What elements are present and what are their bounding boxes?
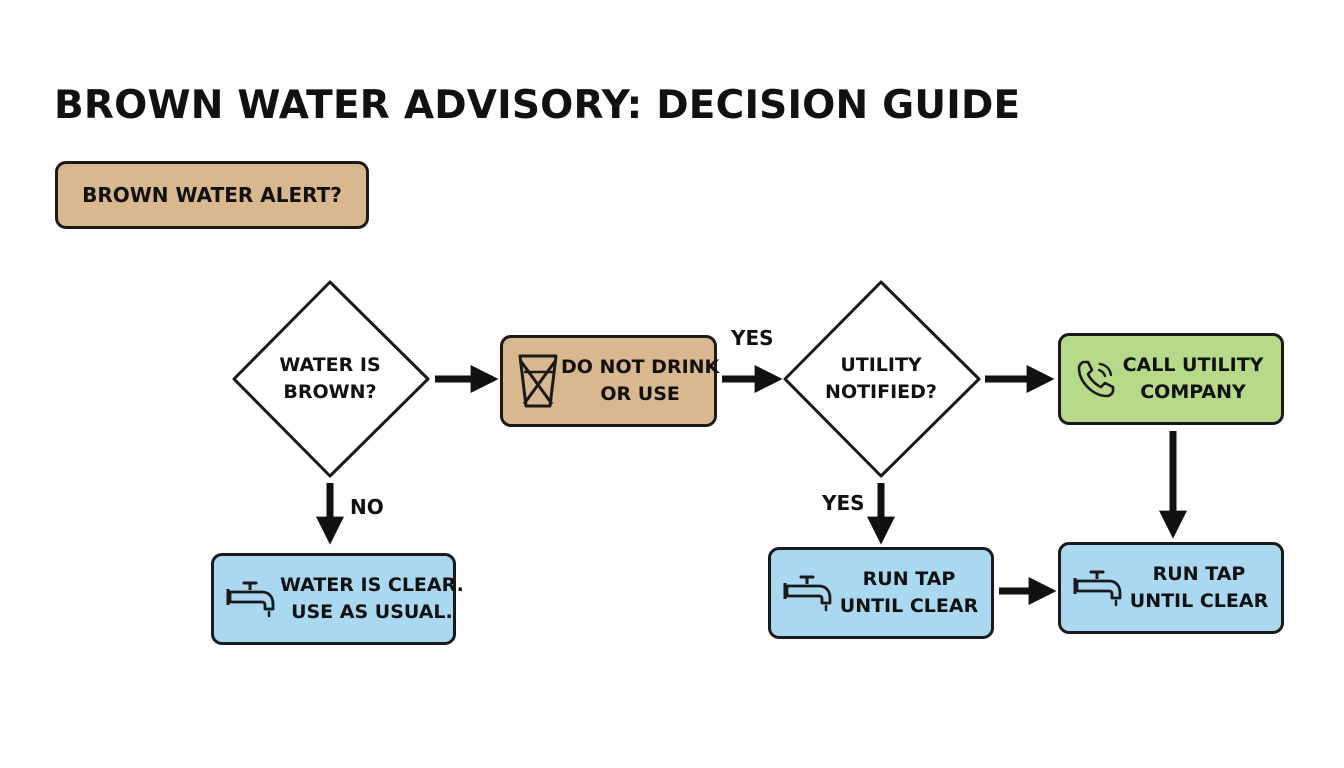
action-water-clear: WATER IS CLEAR. USE AS USUAL. xyxy=(211,553,464,645)
decision-utility-notified-text: UTILITY NOTIFIED? xyxy=(825,354,937,403)
faucet-icon xyxy=(226,579,280,619)
edge-label-yes-down: YES xyxy=(822,491,865,515)
start-box-label: BROWN WATER ALERT? xyxy=(82,182,342,207)
faucet-icon xyxy=(783,573,837,613)
action-do-not-drink: DO NOT DRINK OR USE xyxy=(500,335,719,427)
start-box: BROWN WATER ALERT? xyxy=(55,161,369,229)
page-title: BROWN WATER ADVISORY: DECISION GUIDE xyxy=(54,83,1021,128)
faucet-icon xyxy=(1073,568,1127,608)
decision-diamond-water-brown xyxy=(232,280,430,478)
action-call-utility: CALL UTILITY COMPANY xyxy=(1058,333,1284,425)
action-run-tap-1: RUN TAP UNTIL CLEAR xyxy=(768,547,994,639)
action-run-tap-2: RUN TAP UNTIL CLEAR xyxy=(1058,542,1284,634)
decision-water-brown-text: WATER IS BROWN? xyxy=(279,354,381,403)
edge-label-no: NO xyxy=(350,495,384,519)
no-drink-cup-icon xyxy=(515,350,561,412)
edge-label-yes-top: YES xyxy=(731,326,774,350)
phone-icon xyxy=(1075,358,1117,400)
decision-diamond-utility-notified xyxy=(783,280,981,478)
